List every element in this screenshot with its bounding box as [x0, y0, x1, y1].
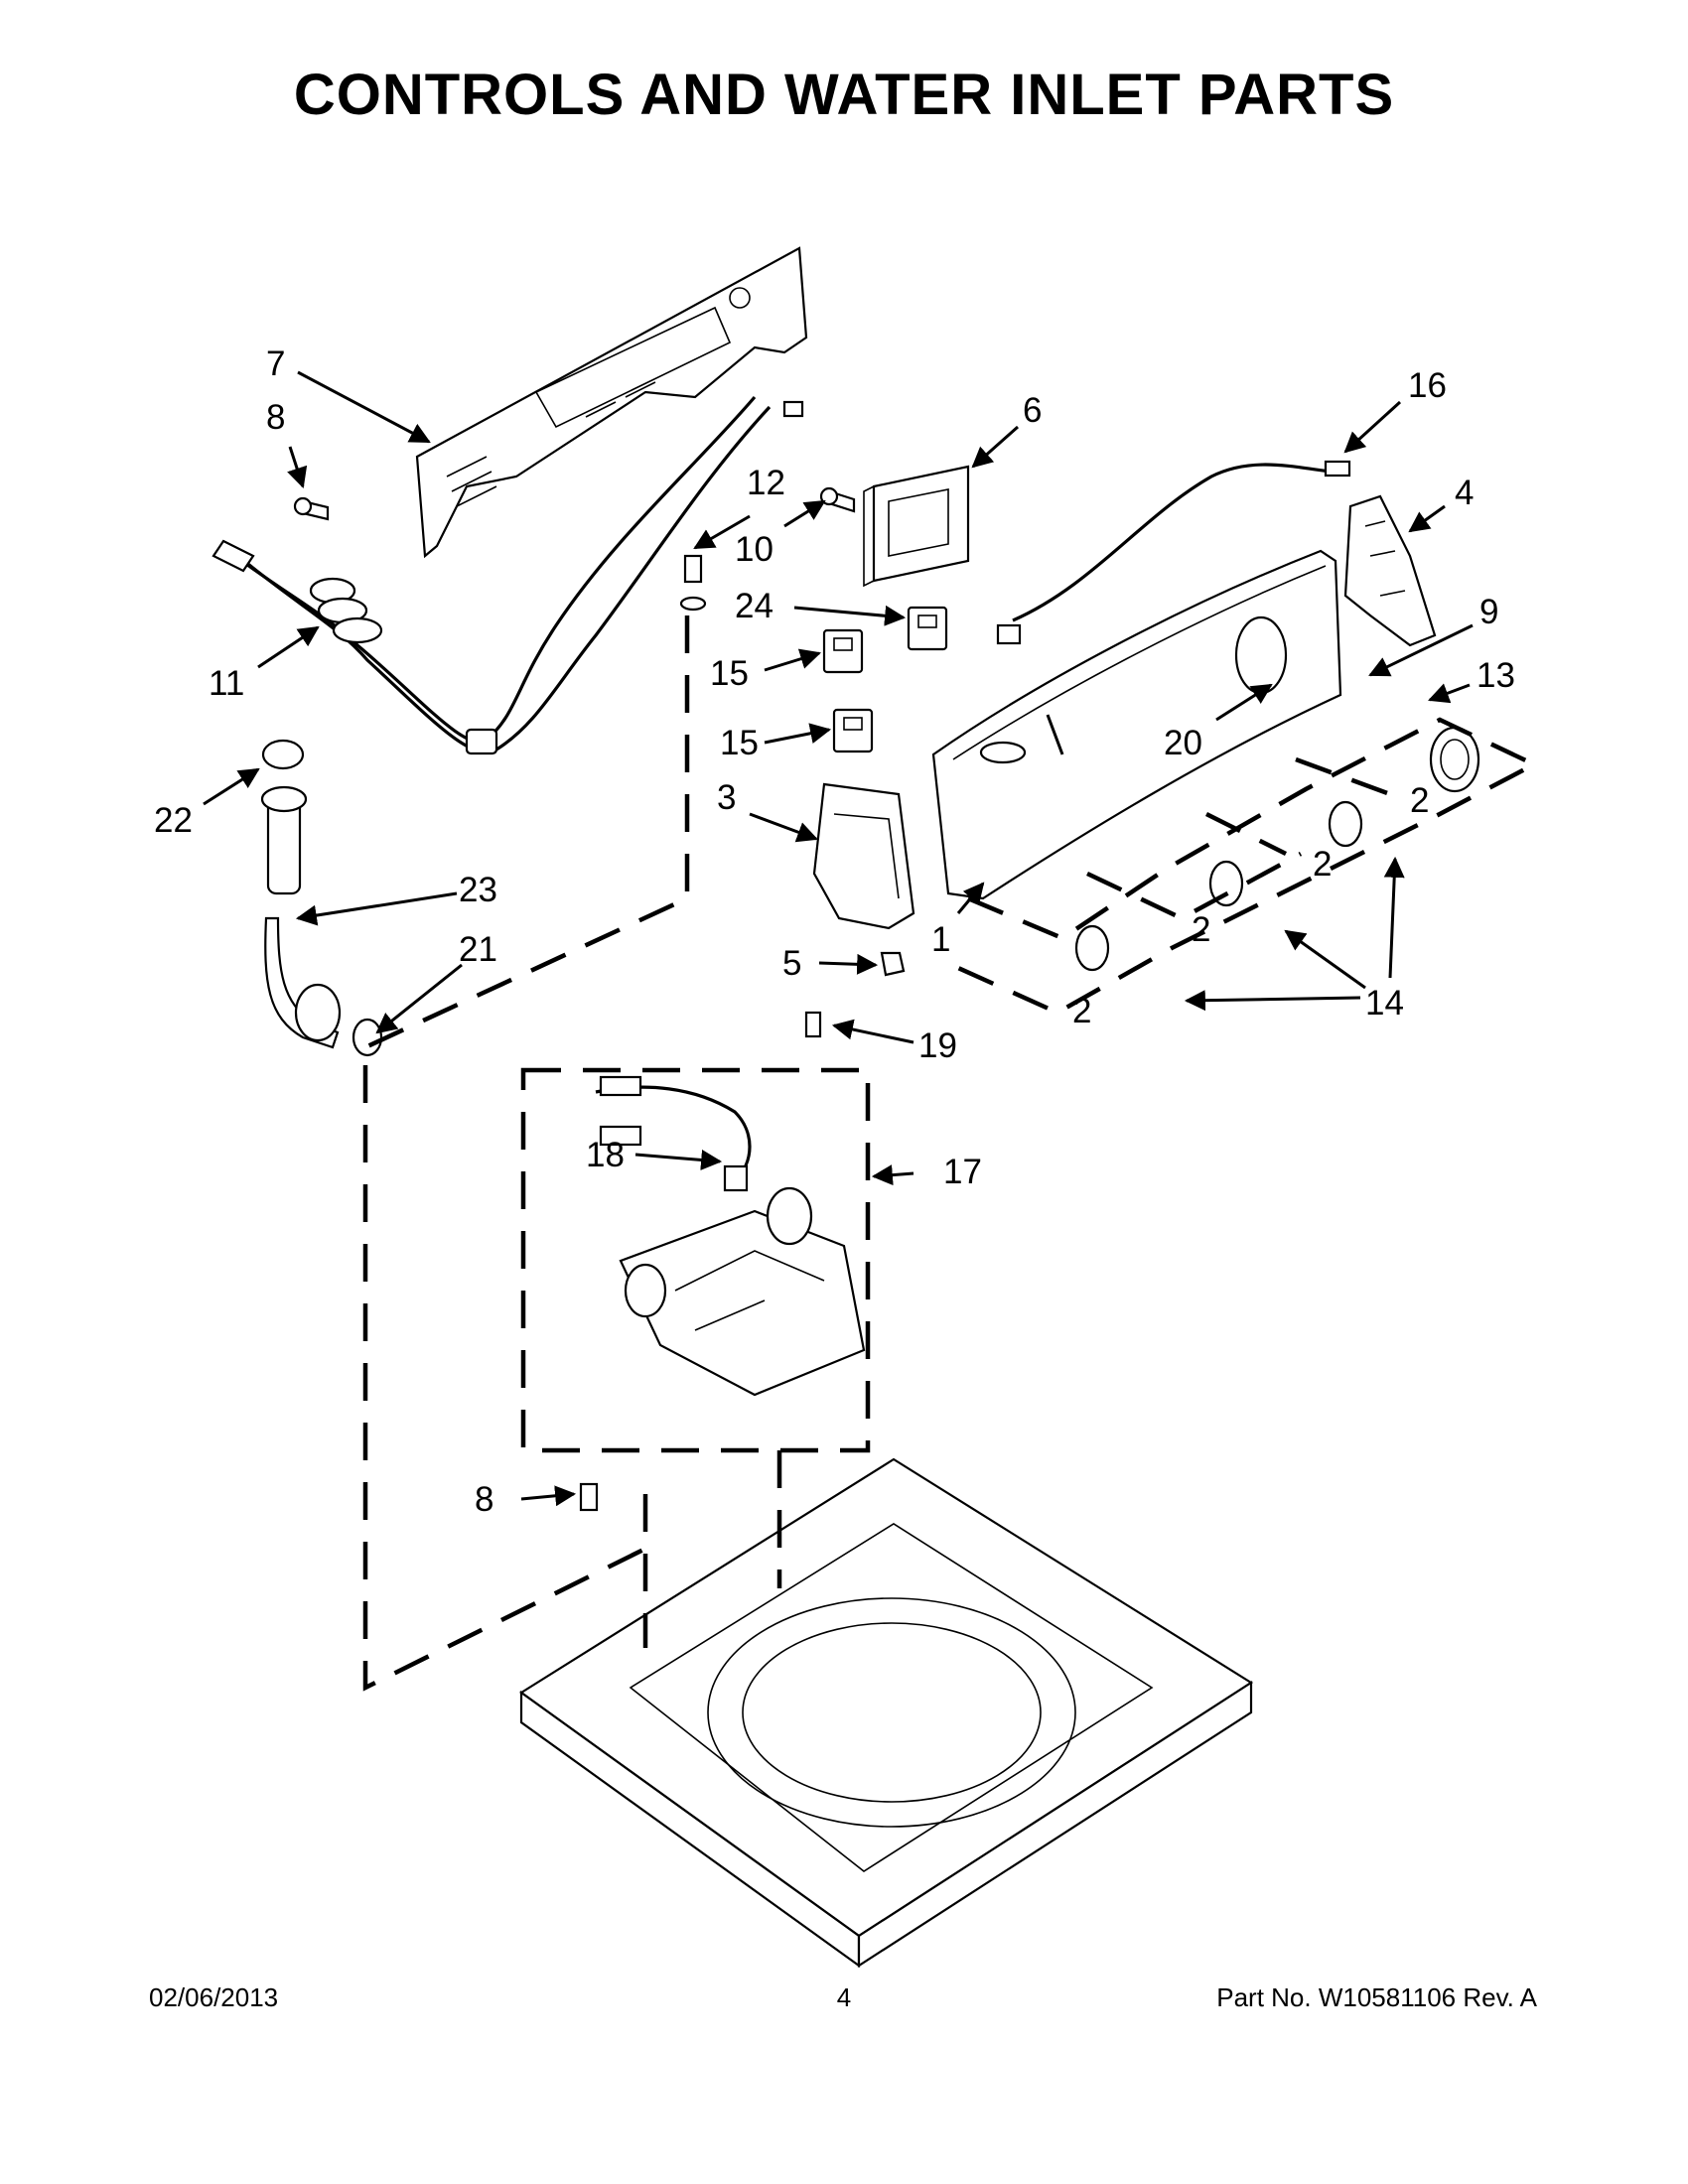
- callout-8-lower: 8: [475, 1480, 493, 1519]
- water-valve-assembly-part: [619, 1186, 866, 1397]
- callout-23: 23: [459, 871, 497, 909]
- wire-harness-16-part: [996, 460, 1351, 645]
- callout-15-upper: 15: [710, 654, 749, 693]
- wire-harness-part: [211, 395, 804, 755]
- callout-8-upper: 8: [266, 398, 285, 437]
- callout-4: 4: [1455, 474, 1474, 512]
- callout-7: 7: [266, 344, 285, 383]
- console-part: [931, 549, 1342, 900]
- callout-14: 14: [1365, 984, 1404, 1023]
- callout-21: 21: [459, 930, 497, 969]
- clip-5-part: [880, 951, 906, 977]
- knob-part: [1074, 800, 1363, 972]
- callout-6: 6: [1023, 391, 1042, 430]
- footer-part-number: Part No. W10581106 Rev. A: [1216, 1982, 1537, 2012]
- valve-harness-18-part: [595, 1075, 752, 1192]
- switch-15-lower-part: [832, 708, 874, 753]
- inlet-hose-part: [260, 785, 342, 1049]
- switch-24-part: [907, 606, 948, 651]
- callout-24: 24: [735, 587, 774, 625]
- page-title: CONTROLS AND WATER INLET PARTS: [293, 63, 1395, 127]
- hose-washer-part: [352, 1018, 383, 1057]
- callout-2-left: 2: [1072, 992, 1091, 1030]
- screw-8-lower-part: [579, 1482, 599, 1512]
- screw-10-part: [819, 486, 856, 513]
- screw-8-upper-part: [293, 496, 330, 521]
- callout-16: 16: [1408, 366, 1447, 405]
- callout-22: 22: [154, 801, 193, 840]
- assembly-dashed-lines: [362, 615, 1540, 1692]
- callout-13: 13: [1477, 656, 1515, 695]
- callout-11: 11: [209, 664, 244, 703]
- footer-page-number: 4: [836, 1982, 852, 2012]
- switch-15-upper-part: [822, 628, 864, 674]
- callout-2-mid-right: 2: [1313, 845, 1332, 884]
- screw-19-part: [804, 1011, 822, 1038]
- leader-lines: [203, 370, 1474, 1507]
- callout-17: 17: [943, 1153, 982, 1191]
- screw-12-part: [679, 554, 707, 612]
- callout-1: 1: [931, 920, 950, 959]
- callout-2-right: 2: [1410, 781, 1429, 820]
- callout-18: 18: [586, 1136, 625, 1174]
- rear-control-panel-part: [415, 246, 808, 559]
- callout-3: 3: [717, 778, 736, 817]
- footer-date: 02/06/2013: [149, 1982, 279, 2012]
- callout-12: 12: [747, 464, 785, 502]
- callout-labels: 7 8 12 6 16 4 10 11 24 9 15 13 15 20 22 …: [154, 344, 1515, 1519]
- knob-13-part: [1429, 726, 1480, 793]
- callout-15-lower: 15: [720, 724, 759, 762]
- callout-10: 10: [735, 530, 774, 569]
- console-end-cap-part: [812, 782, 915, 930]
- control-board-part: [863, 465, 970, 588]
- console-bracket-part: [1343, 494, 1437, 647]
- washer-top-cabinet-part: [519, 1457, 1254, 1969]
- inlet-screen-part: [261, 739, 305, 770]
- callout-2-mid-left: 2: [1192, 910, 1210, 949]
- callout-20: 20: [1164, 724, 1202, 762]
- callout-5: 5: [782, 944, 801, 983]
- callout-19: 19: [918, 1026, 957, 1065]
- callout-9: 9: [1479, 593, 1498, 631]
